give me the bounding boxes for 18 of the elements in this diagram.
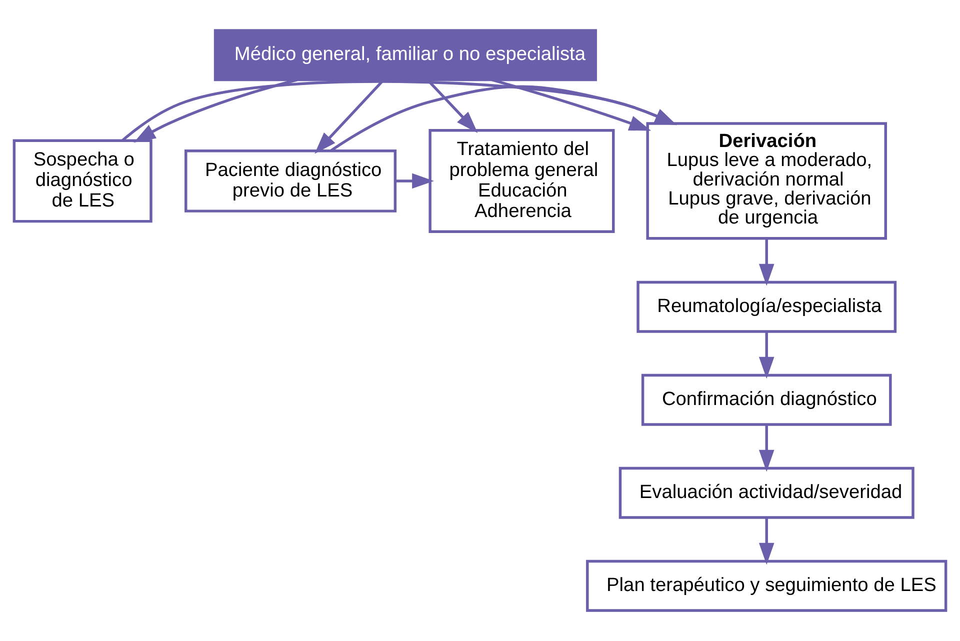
node-box: Confirmación diagnóstico xyxy=(641,374,892,426)
arrow xyxy=(758,424,774,472)
arrow xyxy=(758,238,774,286)
node-box: Reumatología/especialista xyxy=(636,280,897,333)
node-box: Tratamiento del problema general Educación Adherencia xyxy=(428,128,615,233)
node-box: Sospecha o diagnóstico de LES xyxy=(12,139,152,223)
node-box: Evaluación actividad/severidad xyxy=(618,466,914,519)
arrow xyxy=(758,518,774,565)
node-box: Plan terapéutico y seguimiento de LES xyxy=(586,560,948,612)
node-box: Médico general, familiar o no especialista xyxy=(214,29,597,82)
arrow xyxy=(122,80,677,142)
arrow xyxy=(395,173,434,189)
arrow xyxy=(758,332,774,379)
node-box: Paciente diagnóstico previo de LES xyxy=(184,150,397,212)
node-box: Derivación Lupus leve a moderado, derivación normal Lupus grave, derivación de urgencia xyxy=(646,122,887,240)
arrow xyxy=(330,85,677,152)
arrow xyxy=(134,78,298,143)
arrow xyxy=(492,78,652,131)
